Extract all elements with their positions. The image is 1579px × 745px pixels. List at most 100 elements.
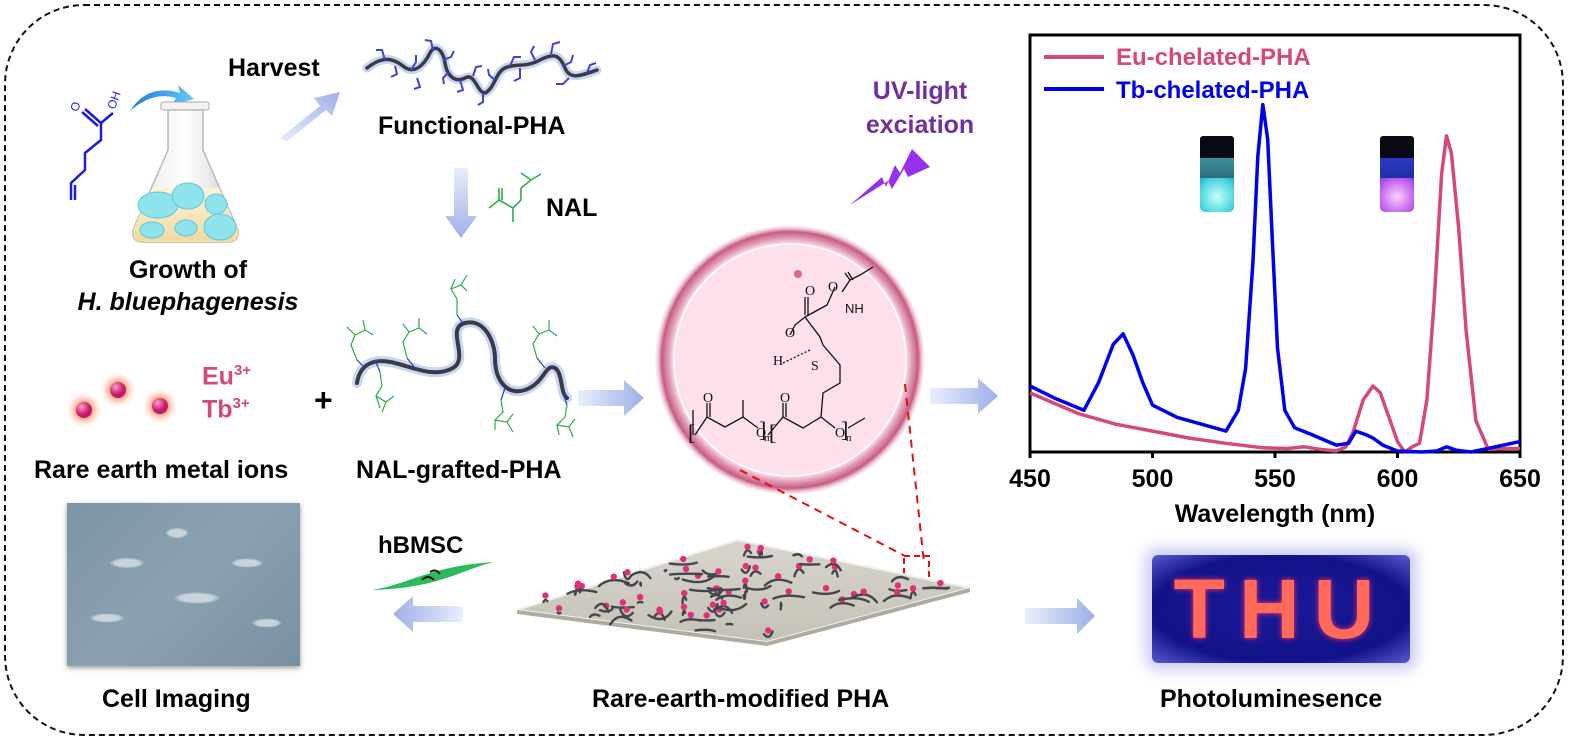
x-tick-label: 600 xyxy=(1377,465,1419,493)
pha-fiber xyxy=(849,593,879,604)
bracket-left-1: [ xyxy=(688,420,695,445)
n-subscript: n xyxy=(846,432,852,444)
grafting-down-arrow-icon xyxy=(445,168,477,238)
pha-fiber xyxy=(882,594,912,603)
rare-earth-ion-dot xyxy=(680,603,688,611)
pha-fiber xyxy=(713,604,734,615)
uv-label-line2: exciation xyxy=(865,111,975,139)
x-tick-label: 500 xyxy=(1132,465,1174,493)
pha-fiber xyxy=(740,565,752,574)
pha-fiber xyxy=(793,568,805,578)
pha-fiber xyxy=(758,550,764,559)
rare-earth-ion-dot xyxy=(765,627,772,634)
pha-fiber xyxy=(542,598,549,604)
nal-grafted-pha-label: NAL-grafted-PHA xyxy=(356,456,562,484)
pha-fiber xyxy=(707,575,730,579)
sulfur-label: S xyxy=(811,359,819,374)
oxygen-label: O xyxy=(67,100,83,114)
nal-molecule xyxy=(488,172,542,222)
vial-cap xyxy=(1380,136,1414,158)
pha-fiber xyxy=(742,549,753,557)
photoluminescence-label: Photoluminesence xyxy=(1160,685,1383,713)
carbonyl-o-label: O xyxy=(805,284,815,299)
pha-fiber xyxy=(759,602,770,609)
rare-earth-ion-dot xyxy=(860,588,867,595)
rare-earth-ion-dot xyxy=(681,589,688,597)
rare-earth-ion-dot xyxy=(937,579,944,587)
chelated-structure-circle: O O O NH H S O O O O m n [] [] xyxy=(655,225,925,495)
pha-fiber xyxy=(706,586,741,592)
growth-label-line1: Growth of xyxy=(128,256,248,284)
pha-fiber xyxy=(694,628,717,633)
tb-vial-inset xyxy=(1200,136,1234,212)
pha-fiber xyxy=(681,609,687,617)
rare-earth-ion-dot xyxy=(822,584,830,592)
bracket-right-2: ] xyxy=(841,417,848,442)
rare-earth-ions-label: Rare earth metal ions xyxy=(34,456,289,484)
rare-earth-ion-dot xyxy=(656,608,664,616)
rare-earth-ion-dot xyxy=(909,585,917,592)
tb-charge: 3+ xyxy=(232,395,250,412)
pha-fiber xyxy=(831,569,839,578)
x-tick-label: 650 xyxy=(1499,465,1541,493)
pha-fiber xyxy=(573,588,582,596)
rare-earth-ion-dot xyxy=(774,573,782,580)
rare-earth-ion-dot xyxy=(682,565,690,573)
rare-earth-ion-dot xyxy=(636,593,644,601)
uv-label-line1: UV-light xyxy=(872,77,968,105)
rare-earth-modified-pha-membrane xyxy=(516,538,971,646)
pha-fiber xyxy=(715,594,743,601)
hydroxyl-o-label: O xyxy=(785,326,795,341)
pha-fiber xyxy=(725,622,734,626)
pha-fiber xyxy=(762,630,774,639)
pha-fiber xyxy=(639,581,643,587)
pha-fiber xyxy=(742,590,747,601)
rare-earth-ion-dot xyxy=(752,564,759,571)
eu-symbol: Eu xyxy=(202,362,234,391)
rare-earth-ion-dot xyxy=(894,588,901,596)
vial-neck xyxy=(1200,158,1234,178)
pha-fiber xyxy=(922,586,948,590)
pha-fiber xyxy=(763,578,793,587)
backbone-o1-label: O xyxy=(703,391,713,406)
functional-pha-label: Functional-PHA xyxy=(378,112,566,140)
pha-fiber xyxy=(779,601,783,611)
rare-earth-ion-particles xyxy=(66,372,178,428)
acetyl-o-label: O xyxy=(828,280,838,295)
vial-liquid xyxy=(1380,178,1414,212)
photoluminescence-arrow-icon xyxy=(1025,598,1095,634)
stem-cell-icon xyxy=(372,562,494,590)
functional-pha-chain xyxy=(362,39,602,106)
pha-fiber xyxy=(624,580,639,587)
rare-earth-ion-dot xyxy=(623,606,630,613)
pha-fiber xyxy=(663,568,668,573)
legend-label-eu: Eu-chelated-PHA xyxy=(1116,44,1311,71)
pha-fiber xyxy=(556,611,562,615)
pha-fiber xyxy=(713,608,726,618)
chelation-arrow-icon xyxy=(578,380,644,416)
ester-o2-label: O xyxy=(835,426,845,441)
pha-fiber xyxy=(668,561,698,566)
pha-fiber xyxy=(772,594,806,600)
pha-fiber xyxy=(588,613,601,619)
pha-fiber xyxy=(598,607,614,613)
rare-earth-ion-dot xyxy=(744,543,751,550)
pha-fiber xyxy=(619,608,634,618)
pha-fiber xyxy=(636,600,644,604)
tb-symbol: Tb xyxy=(202,395,233,424)
pha-fiber xyxy=(681,575,715,584)
series-line-tb xyxy=(1029,102,1521,454)
pha-fiber xyxy=(668,572,704,576)
harvest-arrow-icon xyxy=(280,92,340,142)
rare-earth-ion-dot xyxy=(680,555,687,563)
vial-liquid xyxy=(1200,178,1234,212)
pha-fiber xyxy=(824,562,842,572)
eu-ion-label: Eu3+ xyxy=(202,362,251,391)
hydrogen-label: H xyxy=(773,354,783,369)
nal-label: NAL xyxy=(546,194,598,222)
feed-curved-arrow-icon xyxy=(130,85,194,111)
pha-fiber xyxy=(630,570,652,580)
pha-fiber xyxy=(837,596,870,603)
bracket-right-1: ] xyxy=(759,417,766,442)
pha-fiber xyxy=(829,602,855,609)
